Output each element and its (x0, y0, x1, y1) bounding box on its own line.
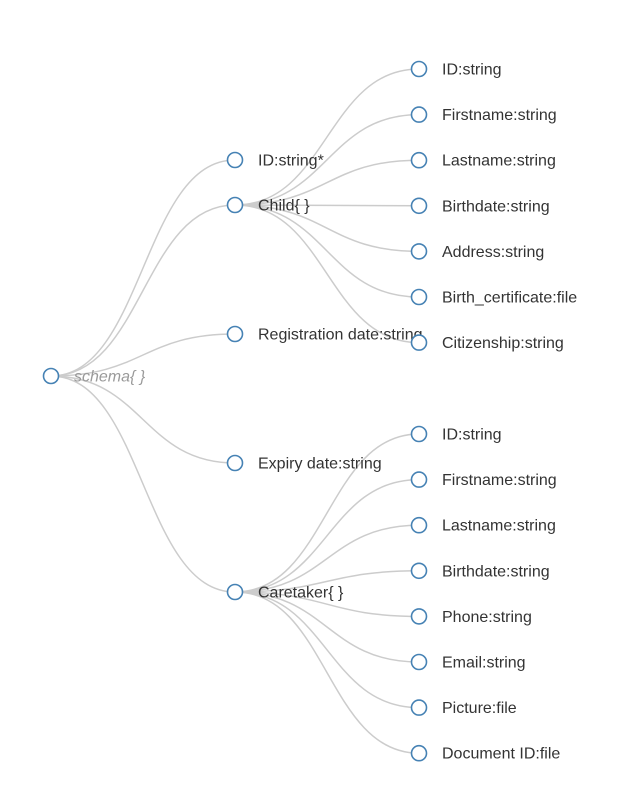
tree-node-caretaker-email-string-circle[interactable] (410, 653, 428, 671)
tree-node-expiry-date-string[interactable]: Expiry date:string (226, 454, 382, 473)
tree-node-child-firstname-string-circle[interactable] (410, 106, 428, 123)
tree-node-child-birthdate-string-label: Birthdate:string (442, 198, 550, 215)
link-child-to-lastname-string (234, 159, 420, 206)
tree-node-caretaker-lastname-string[interactable]: Lastname:string (410, 516, 556, 535)
tree-node-caretaker-email-string[interactable]: Email:string (410, 653, 526, 672)
tree-node-child-id-string-label: ID:string (442, 62, 502, 79)
tree-node-child-id-string[interactable]: ID:string (410, 60, 502, 79)
link-root-to-registration-date-string (50, 333, 236, 377)
tree-node-caretaker-birthdate-string-circle[interactable] (410, 562, 428, 580)
tree-node-expiry-date-string-circle[interactable] (226, 454, 244, 472)
tree-node-caretaker-firstname-string[interactable]: Firstname:string (410, 471, 557, 489)
tree-node-root-schema[interactable]: schema{ } (42, 367, 146, 386)
tree-node-caretaker-phone-string-circle[interactable] (410, 608, 428, 625)
link-child-to-id-string (234, 68, 420, 206)
tree-nodes: schema{ } ID:string* Child{ } Registration … (42, 60, 578, 763)
tree-node-child-id-string-circle[interactable] (410, 60, 428, 78)
tree-node-child-lastname-string-label: Lastname:string (442, 153, 556, 170)
tree-node-child-birth-certificate-file-circle[interactable] (410, 288, 428, 306)
link-caretaker-to-picture-file (234, 591, 420, 709)
tree-node-caretaker-id-string-label: ID:string (442, 427, 502, 444)
link-child-to-address-string (234, 204, 420, 253)
tree-node-child-lastname-string-circle[interactable] (410, 151, 428, 169)
tree-node-caretaker-label: Caretaker{ } (258, 585, 344, 602)
link-root-to-expiry-date-string (50, 375, 236, 464)
link-child-to-birth-certificate-file (234, 204, 420, 298)
tree-node-root-schema-label: schema{ } (74, 369, 146, 386)
tree-node-caretaker-picture-file[interactable]: Picture:file (410, 699, 517, 717)
link-caretaker-to-email-string (234, 591, 420, 663)
link-root-to-child (50, 204, 236, 377)
tree-node-child-circle[interactable] (226, 196, 244, 214)
tree-node-registration-date-string-label: Registration date:string (258, 327, 423, 344)
tree-node-id-string[interactable]: ID:string* (226, 151, 324, 170)
link-child-to-birthdate-string (234, 204, 420, 207)
tree-node-caretaker[interactable]: Caretaker{ } (226, 583, 345, 602)
tree-node-caretaker-picture-file-circle[interactable] (410, 699, 428, 716)
link-child-to-citizenship-string (234, 204, 420, 344)
tree-node-caretaker-birthdate-string-label: Birthdate:string (442, 563, 550, 580)
tree-links (50, 68, 420, 754)
tree-node-caretaker-lastname-string-label: Lastname:string (442, 518, 556, 535)
link-caretaker-to-phone-string (234, 591, 420, 618)
tree-node-id-string-circle[interactable] (226, 151, 244, 169)
tree-node-id-string-label: ID:string* (258, 153, 324, 170)
tree-node-caretaker-firstname-string-label: Firstname:string (442, 472, 557, 489)
tree-node-caretaker-document-id-file[interactable]: Document ID:file (410, 744, 561, 763)
tree-node-child-firstname-string[interactable]: Firstname:string (410, 106, 557, 124)
tree-node-caretaker-id-string[interactable]: ID:string (410, 425, 502, 444)
tree-node-child-citizenship-string[interactable]: Citizenship:string (410, 334, 564, 352)
link-child-to-firstname-string (234, 113, 420, 206)
tree-node-child-address-string[interactable]: Address:string (410, 243, 545, 261)
tree-node-caretaker-document-id-file-circle[interactable] (410, 744, 428, 762)
tree-node-expiry-date-string-label: Expiry date:string (258, 456, 382, 473)
tree-node-caretaker-picture-file-label: Picture:file (442, 700, 517, 717)
link-root-to-id-string (50, 159, 236, 377)
link-caretaker-to-lastname-string (234, 524, 420, 593)
link-caretaker-to-document-id-file (234, 591, 420, 754)
tree-node-caretaker-firstname-string-circle[interactable] (410, 471, 428, 488)
tree-node-child-birth-certificate-file[interactable]: Birth_certificate:file (410, 288, 578, 307)
link-caretaker-to-firstname-string (234, 478, 420, 593)
tree-node-child-birth-certificate-file-label: Birth_certificate:file (442, 290, 577, 307)
tree-node-caretaker-email-string-label: Email:string (442, 655, 526, 672)
link-caretaker-to-id-string (234, 433, 420, 593)
tree-node-child-address-string-circle[interactable] (410, 243, 428, 260)
tree-node-child-firstname-string-label: Firstname:string (442, 107, 557, 124)
tree-node-child-citizenship-string-label: Citizenship:string (442, 335, 564, 352)
tree-node-child-address-string-label: Address:string (442, 244, 544, 261)
tree-node-child-birthdate-string-circle[interactable] (410, 197, 428, 215)
tree-node-caretaker-circle[interactable] (226, 583, 244, 601)
tree-node-caretaker-birthdate-string[interactable]: Birthdate:string (410, 562, 550, 580)
link-root-to-caretaker (50, 375, 236, 593)
tree-node-registration-date-string-circle[interactable] (226, 325, 244, 343)
tree-node-child-lastname-string[interactable]: Lastname:string (410, 151, 556, 170)
tree-node-caretaker-id-string-circle[interactable] (410, 425, 428, 443)
tree-node-child-birthdate-string[interactable]: Birthdate:string (410, 197, 550, 215)
tree-node-caretaker-lastname-string-circle[interactable] (410, 516, 428, 534)
tree-node-caretaker-phone-string[interactable]: Phone:string (410, 608, 532, 626)
tree-node-root-schema-circle[interactable] (42, 367, 60, 385)
tree-node-child[interactable]: Child{ } (226, 196, 311, 215)
link-caretaker-to-birthdate-string (234, 570, 420, 593)
tree-node-child-citizenship-string-circle[interactable] (410, 334, 428, 351)
tree-node-child-label: Child{ } (258, 198, 310, 215)
tree-node-caretaker-phone-string-label: Phone:string (442, 609, 532, 626)
tree-node-caretaker-document-id-file-label: Document ID:file (442, 746, 560, 763)
tree-node-registration-date-string[interactable]: Registration date:string (226, 325, 423, 344)
